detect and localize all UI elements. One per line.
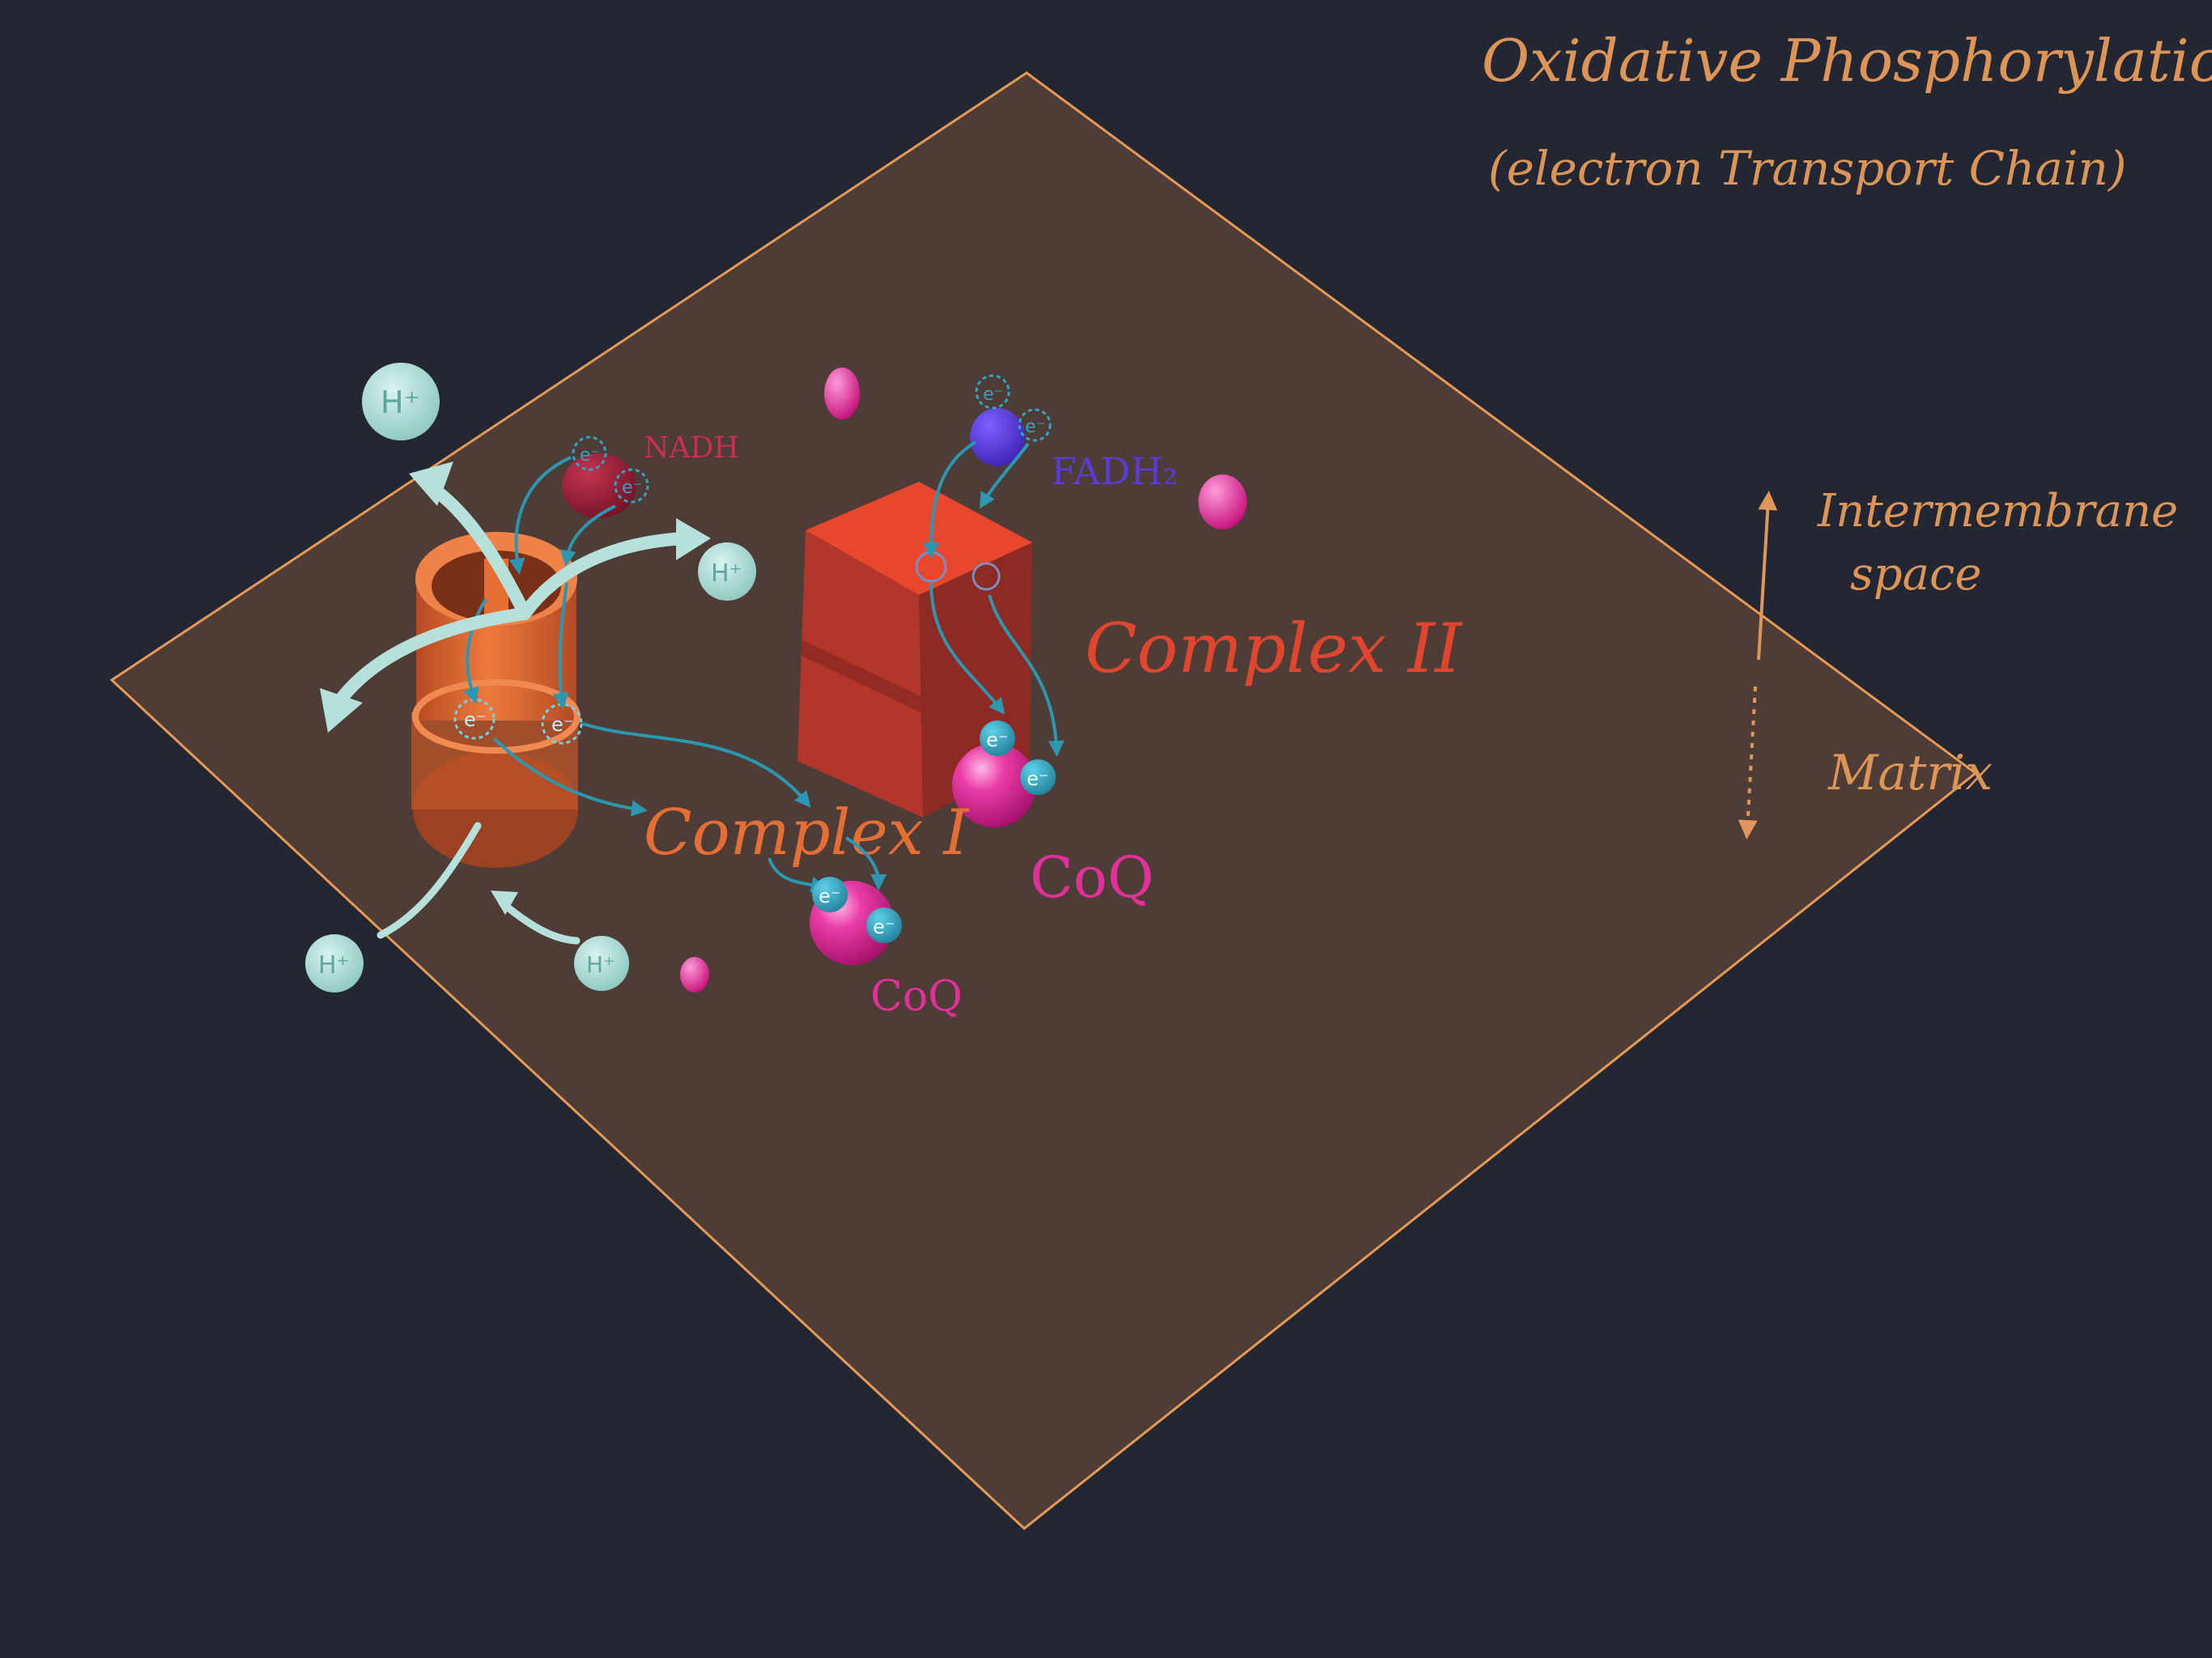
- electron-symbol: e⁻: [580, 445, 600, 466]
- electron-path: [844, 836, 887, 891]
- proton[interactable]: H⁺: [698, 542, 756, 601]
- electron-path: [923, 440, 977, 559]
- nadh-label: NADH: [644, 432, 739, 465]
- region-arrow-up: [1757, 491, 1778, 661]
- intermembrane-label: Intermembrane: [1817, 485, 2178, 538]
- diagram-subtitle: (electron Transport Chain): [1488, 141, 2127, 196]
- fadh2-molecule[interactable]: e⁻ e⁻: [970, 374, 1052, 466]
- electron-icon: [1020, 759, 1056, 795]
- complex-ii-band: [802, 640, 921, 712]
- proton[interactable]: H⁺: [574, 936, 629, 991]
- complex-ii-label: Complex II: [1085, 609, 1463, 688]
- proton-sphere: [305, 934, 364, 993]
- electron-path: [463, 597, 487, 704]
- electron-symbol: e⁻: [622, 478, 642, 498]
- proton-sphere: [362, 363, 440, 440]
- free-molecule[interactable]: [824, 368, 860, 419]
- electron-path: [552, 582, 569, 709]
- electron-icon: [572, 436, 607, 471]
- electron-path: [768, 857, 827, 893]
- complex-ii-electron-site: [972, 562, 1001, 591]
- proton-flow-arrow: [376, 822, 482, 939]
- proton-flow-arrow: [498, 899, 581, 945]
- nadh-molecule[interactable]: e⁻ e⁻: [562, 436, 649, 518]
- proton[interactable]: H⁺: [305, 934, 364, 993]
- proton-flow-arrowhead: [676, 518, 711, 560]
- proton-flow-arrowhead: [320, 688, 363, 733]
- complex-ii-top: [806, 482, 1032, 595]
- electron-path: [979, 442, 1030, 509]
- complex-i-lower-body: [411, 712, 578, 810]
- membrane-plane: [109, 71, 1978, 1530]
- matrix-label: Matrix: [1827, 745, 1993, 801]
- diagram-title: Oxidative Phosphorylation: [1482, 27, 2212, 95]
- electron-icon: [980, 721, 1015, 756]
- electron-symbol: e⁻: [1025, 417, 1045, 437]
- electron-path: [582, 722, 811, 808]
- proton-flow-arrow: [334, 607, 531, 707]
- electron-path: [508, 456, 572, 575]
- proton-symbol: H⁺: [711, 559, 742, 588]
- electron-symbol: e⁻: [551, 713, 573, 736]
- electron-path: [929, 582, 1006, 715]
- proton-symbol: H⁺: [381, 385, 420, 420]
- proton-sphere: [574, 936, 629, 991]
- proton-symbol: H⁺: [318, 951, 349, 980]
- electron-path: [492, 737, 648, 817]
- nadh-sphere: [562, 453, 636, 518]
- electron-symbol: e⁻: [464, 708, 486, 731]
- electron-path: [988, 594, 1065, 757]
- fadh2-label: FADH₂: [1051, 449, 1178, 493]
- electron-icon: [1018, 408, 1052, 442]
- free-molecule[interactable]: [1198, 474, 1247, 529]
- intermembrane-label-line2: space: [1850, 548, 1981, 601]
- coq-label: CoQ: [1030, 844, 1154, 911]
- proton[interactable]: H⁺: [362, 363, 440, 440]
- electron-icon: [866, 908, 902, 943]
- proton-flow-arrowhead: [491, 891, 518, 915]
- electron-symbol: e⁻: [983, 385, 1003, 405]
- free-molecule[interactable]: [680, 957, 709, 993]
- electron-symbol: e⁻: [1027, 767, 1049, 790]
- proton-flow-arrowhead: [409, 461, 453, 506]
- proton-sphere: [698, 542, 756, 601]
- coq-label: CoQ: [870, 972, 963, 1021]
- coq-molecule[interactable]: e⁻ e⁻: [810, 877, 902, 965]
- electron-symbol: e⁻: [819, 885, 840, 908]
- fadh2-sphere: [970, 408, 1025, 466]
- complex-i-band: [412, 679, 581, 754]
- electron-icon: [975, 374, 1010, 410]
- coq-molecule[interactable]: e⁻ e⁻: [952, 721, 1056, 827]
- electron-symbol: e⁻: [986, 729, 1008, 751]
- electron-path: [559, 504, 616, 567]
- electron-icon: [812, 877, 848, 912]
- region-arrow-down: [1738, 686, 1758, 840]
- electron-symbol: e⁻: [873, 916, 895, 938]
- proton-flow-arrow: [518, 532, 691, 620]
- proton-symbol: H⁺: [586, 951, 615, 978]
- electron-icon: [614, 468, 649, 504]
- coq-sphere: [952, 743, 1036, 827]
- complex-i-label: Complex I: [644, 797, 970, 869]
